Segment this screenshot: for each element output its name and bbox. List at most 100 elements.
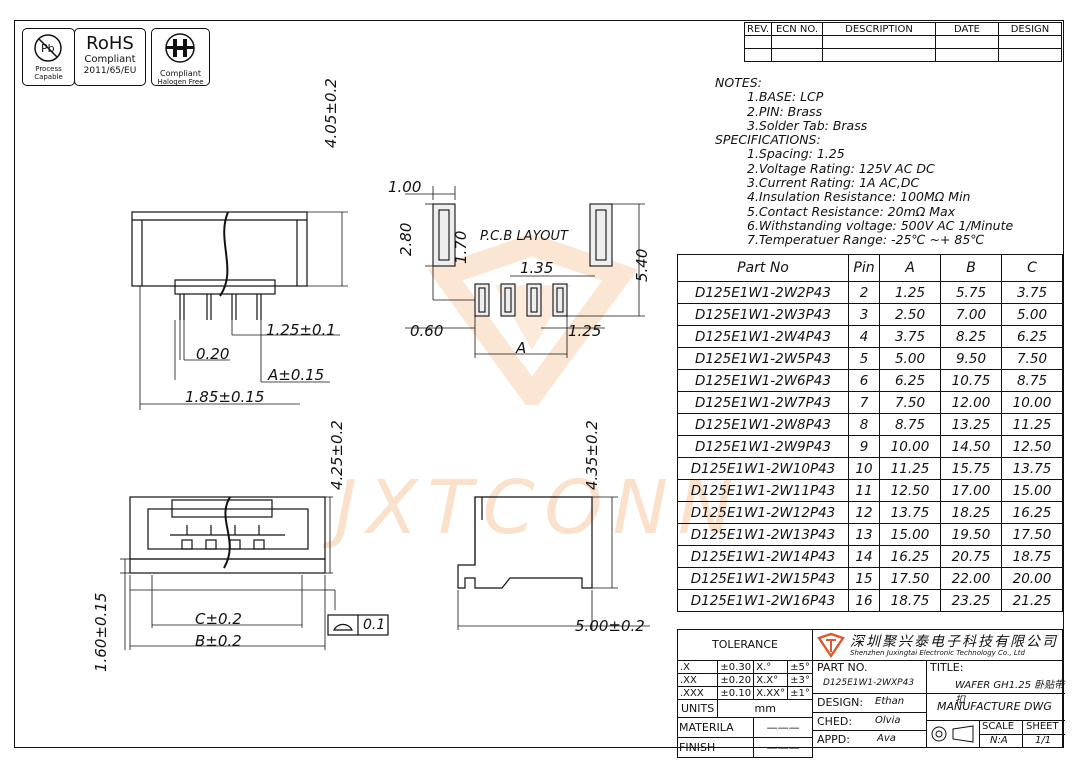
table-cell: 10	[848, 457, 880, 480]
table-cell: 16.25	[879, 545, 941, 568]
table-cell: 18.75	[1001, 545, 1063, 568]
date-header: DATE	[935, 22, 999, 36]
process-line1: Process	[35, 65, 62, 73]
table-cell: 2.50	[879, 303, 941, 326]
table-cell: 12.50	[879, 479, 941, 502]
dim-side-depth: 5.00±0.2	[575, 617, 645, 635]
table-cell: 21.25	[1001, 589, 1063, 612]
table-cell: 17.00	[940, 479, 1002, 502]
table-cell: 16.25	[1001, 501, 1063, 524]
table-cell: 14	[848, 545, 880, 568]
company-logo-icon	[817, 632, 845, 658]
table-cell: 8.75	[879, 413, 941, 436]
table-cell: 3	[848, 303, 880, 326]
svg-text:Pb: Pb	[41, 42, 55, 55]
middle-column: PART NO. D125E1W1-2WXP43 DESIGN: Ethan C…	[812, 660, 927, 748]
dim-front-height: 4.25±0.2	[328, 420, 346, 490]
dim-a: A±0.15	[268, 366, 325, 384]
top-view-drawing	[131, 211, 348, 410]
dim-c: C±0.2	[195, 610, 242, 628]
units-value: mm	[717, 699, 813, 718]
halogen-compliant: Compliant	[160, 69, 201, 78]
table-cell: D125E1W1-2W13P43	[677, 523, 849, 546]
note-item: 1.BASE: LCP	[747, 89, 824, 105]
halogen-badge: Compliant Halogen Free	[151, 28, 210, 86]
tolerance-cell: ±1°	[787, 686, 813, 700]
table-cell: 15.00	[1001, 479, 1063, 502]
c-header: C	[1001, 254, 1063, 282]
halogen-free: Halogen Free	[157, 78, 204, 86]
dim-b: B±0.2	[195, 632, 242, 650]
table-cell: 8.25	[940, 325, 1002, 348]
table-cell: D125E1W1-2W7P43	[677, 391, 849, 414]
table-cell: 15.75	[940, 457, 1002, 480]
drawing-frame	[14, 20, 1064, 748]
tolerance-cell: .XXX	[676, 686, 719, 700]
table-cell: 2	[848, 281, 880, 304]
tolerance-cell: ±0.10	[717, 686, 755, 700]
table-cell: 16	[848, 589, 880, 612]
table-cell: 11.25	[1001, 413, 1063, 436]
pin-header: Pin	[848, 254, 880, 282]
a-header: A	[879, 254, 941, 282]
company-en: Shenzhen Juxingtai Electronic Technology…	[850, 649, 1025, 657]
table-cell: 1.25	[879, 281, 941, 304]
table-cell: 11	[848, 479, 880, 502]
spec-item: 4.Insulation Resistance: 100MΩ Min	[747, 189, 971, 205]
table-cell: 6	[848, 369, 880, 392]
pb-free-icon: Pb	[34, 34, 62, 62]
dim-pcb-pad-w: 1.00	[388, 178, 422, 196]
rev-header: REV.	[744, 22, 772, 36]
watermark-text: JXTCONN	[335, 465, 744, 551]
table-cell: 22.00	[940, 567, 1002, 590]
appd-value: Ava	[877, 733, 896, 744]
tolerance-cell: ±0.30	[717, 660, 755, 674]
spec-item: 3.Current Rating: 1A AC,DC	[747, 175, 920, 191]
table-cell: 20.00	[1001, 567, 1063, 590]
table-cell: 5.75	[940, 281, 1002, 304]
finish-value: ———	[753, 737, 813, 758]
tolerance-cell: .X	[676, 660, 719, 674]
table-cell: 6.25	[1001, 325, 1063, 348]
table-cell: 13.75	[1001, 457, 1063, 480]
dim-pitch: 1.25±0.1	[266, 321, 336, 339]
scale-value: N:A	[990, 735, 1008, 746]
tolerance-cell: ±5°	[787, 660, 813, 674]
table-cell: D125E1W1-2W16P43	[677, 589, 849, 612]
spec-item: 2.Voltage Rating: 125V AC DC	[747, 160, 935, 176]
tolerance-cell: X.°	[753, 660, 789, 674]
table-cell: 3.75	[1001, 281, 1063, 304]
table-cell: 18.75	[879, 589, 941, 612]
table-cell: 23.25	[940, 589, 1002, 612]
tolerance-cell: ±0.20	[717, 673, 755, 687]
title-label: TITLE:	[930, 661, 964, 674]
dim-pcb-slot: 0.60	[410, 322, 444, 340]
dim-pcb-gap: 1.70	[452, 230, 470, 264]
appd-label: APPD:	[817, 733, 850, 746]
notes-title: NOTES:	[715, 75, 762, 90]
table-cell: 5.00	[879, 347, 941, 370]
dim-pin-width: 0.20	[196, 345, 230, 363]
rohs-code: 2011/65/EU	[83, 66, 137, 76]
table-cell: 7.50	[879, 391, 941, 414]
design-header: DESIGN	[998, 22, 1062, 36]
table-cell: 17.50	[879, 567, 941, 590]
dim-front-base: 1.60±0.15	[92, 592, 110, 672]
dim-pcb-a: A	[516, 339, 527, 357]
table-cell: D125E1W1-2W5P43	[677, 347, 849, 370]
spec-item: 6.Withstanding voltage: 500V AC 1/Minute	[747, 217, 1014, 233]
table-cell: D125E1W1-2W12P43	[677, 501, 849, 524]
table-cell: 13	[848, 523, 880, 546]
part-no-label: PART NO.	[817, 661, 868, 674]
